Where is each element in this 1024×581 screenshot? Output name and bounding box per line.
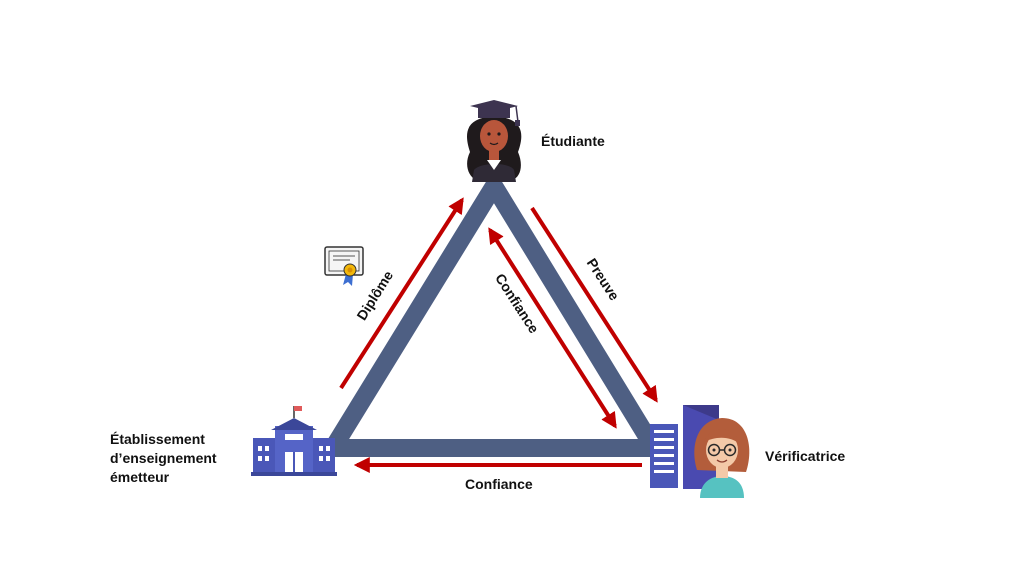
verifier-woman-icon	[650, 405, 750, 498]
diploma-arrow	[339, 197, 464, 390]
issuer-label-line-2: d’enseignement	[110, 450, 217, 466]
trust-inner-arrow	[488, 227, 617, 429]
issuer-label: Établissement d’enseignement émetteur	[110, 430, 217, 487]
student-label: Étudiante	[541, 133, 605, 149]
diploma-certificate-icon	[324, 246, 364, 286]
trust-bottom-label: Confiance	[465, 476, 533, 492]
proof-arrow	[530, 206, 658, 403]
issuer-label-line-3: émetteur	[110, 469, 170, 485]
issuer-label-line-1: Établissement	[110, 431, 205, 447]
graduate-student-icon	[467, 100, 522, 182]
verifier-label: Vérificatrice	[765, 448, 846, 464]
school-building-icon	[251, 406, 337, 476]
